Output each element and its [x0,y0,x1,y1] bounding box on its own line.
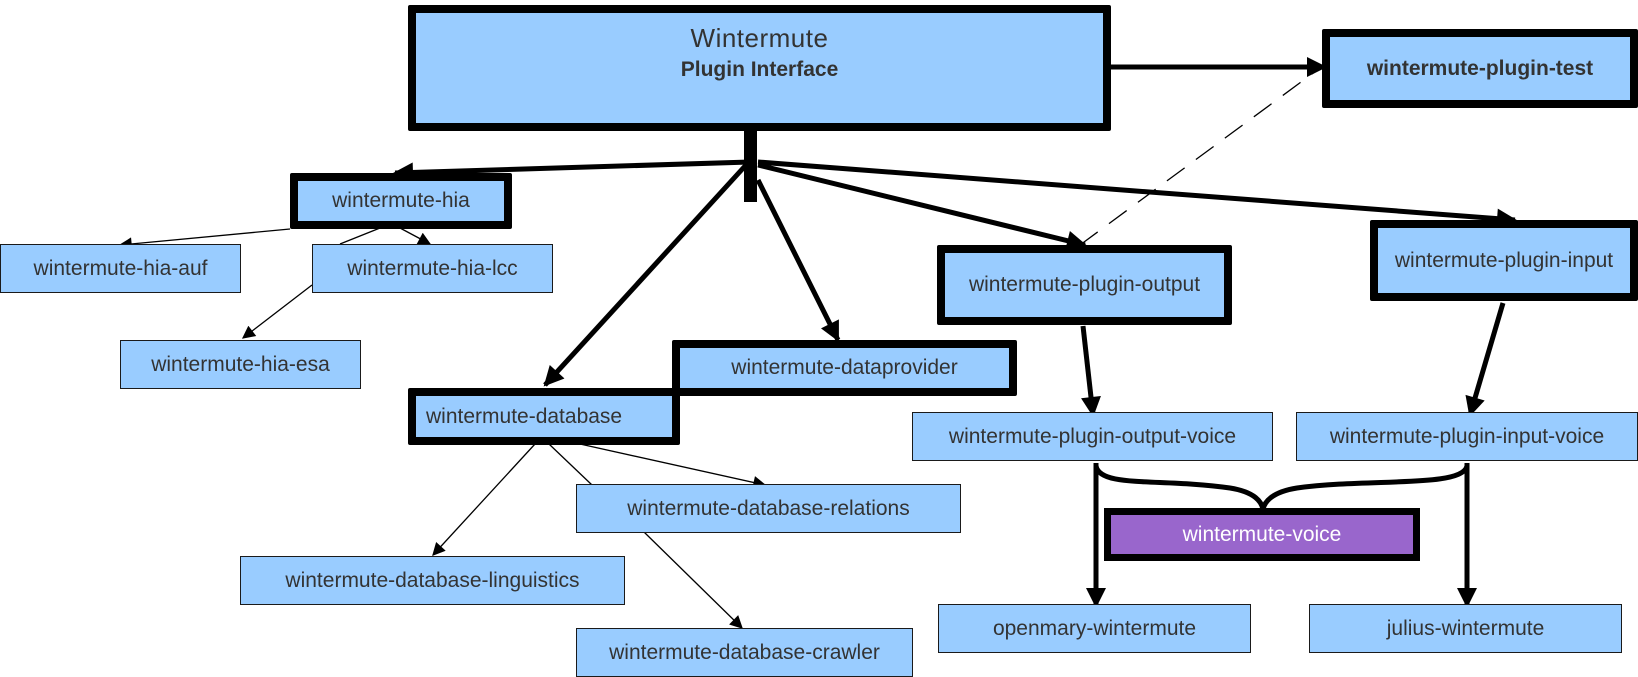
node-label: wintermute-database [426,404,623,428]
edge-hia-lcc-hia-esa [241,284,313,339]
node-plugin-output[interactable]: wintermute-plugin-output [937,245,1232,325]
node-label: wintermute-dataprovider [731,356,958,379]
node-label: wintermute-voice [1182,522,1342,546]
node-dataprovider[interactable]: wintermute-dataprovider [672,340,1017,396]
edge-hia-hia-lcc [339,227,381,245]
node-database-relations[interactable]: wintermute-database-relations [576,484,961,533]
node-label: julius-wintermute [1386,616,1545,640]
node-label: wintermute-plugin-test [1366,56,1594,80]
edge-plugin-output-plugin-test [1079,67,1321,246]
edge-voice-brace [1093,464,1470,511]
node-label: wintermute-plugin-input [1394,248,1614,272]
edge-root-hia [393,159,751,183]
node-database[interactable]: wintermute-database [408,388,680,445]
edge-relations-crawler [643,531,743,629]
edge-plugin-input-input-voice [1465,302,1506,417]
edge-root-database [543,163,748,387]
node-hia-auf[interactable]: wintermute-hia-auf [0,244,241,293]
node-hia-lcc[interactable]: wintermute-hia-lcc [312,244,553,293]
node-label: wintermute-plugin-input-voice [1329,424,1605,448]
node-voice[interactable]: wintermute-voice [1104,508,1420,561]
edge-database-relations-arrow [579,443,767,489]
node-plugin-test[interactable]: wintermute-plugin-test [1322,29,1638,108]
node-label: openmary-wintermute [992,616,1197,640]
root-subtitle: Plugin Interface [680,58,839,81]
node-label: wintermute-plugin-output-voice [948,424,1237,448]
node-plugin-output-voice[interactable]: wintermute-plugin-output-voice [912,412,1273,461]
edge-root-plugin-input [757,159,1517,229]
edge-database-linguistics [432,443,536,556]
node-label: wintermute-hia-lcc [347,256,518,280]
edge-plugin-output-output-voice [1080,325,1101,417]
node-root-plugin-interface[interactable]: Wintermute Plugin Interface [408,5,1111,131]
node-hia-esa[interactable]: wintermute-hia-esa [120,340,361,389]
root-title: Wintermute [690,23,829,53]
edge-trunk [744,128,757,202]
node-label: wintermute-hia [332,189,470,212]
node-plugin-input-voice[interactable]: wintermute-plugin-input-voice [1296,412,1638,461]
edge-hia-hia-auf [118,228,291,251]
edge-database-relations [548,443,593,486]
node-database-crawler[interactable]: wintermute-database-crawler [576,628,913,677]
edge-root-plugin-output [757,162,1087,251]
node-label: wintermute-database-crawler [609,640,880,664]
edge-hia-hia-lcc-arrow [399,227,432,245]
node-label: wintermute-hia-esa [151,352,330,376]
node-label: wintermute-database-linguistics [285,568,580,592]
node-label: wintermute-plugin-output [968,273,1201,296]
node-plugin-input[interactable]: wintermute-plugin-input [1370,220,1638,301]
edge-root-dataprovider [755,178,841,342]
node-database-linguistics[interactable]: wintermute-database-linguistics [240,556,625,605]
node-openmary[interactable]: openmary-wintermute [938,604,1251,653]
node-hia[interactable]: wintermute-hia [290,173,512,229]
node-label: wintermute-database-relations [627,496,910,520]
node-label: wintermute-hia-auf [33,256,208,280]
node-julius[interactable]: julius-wintermute [1309,604,1622,653]
